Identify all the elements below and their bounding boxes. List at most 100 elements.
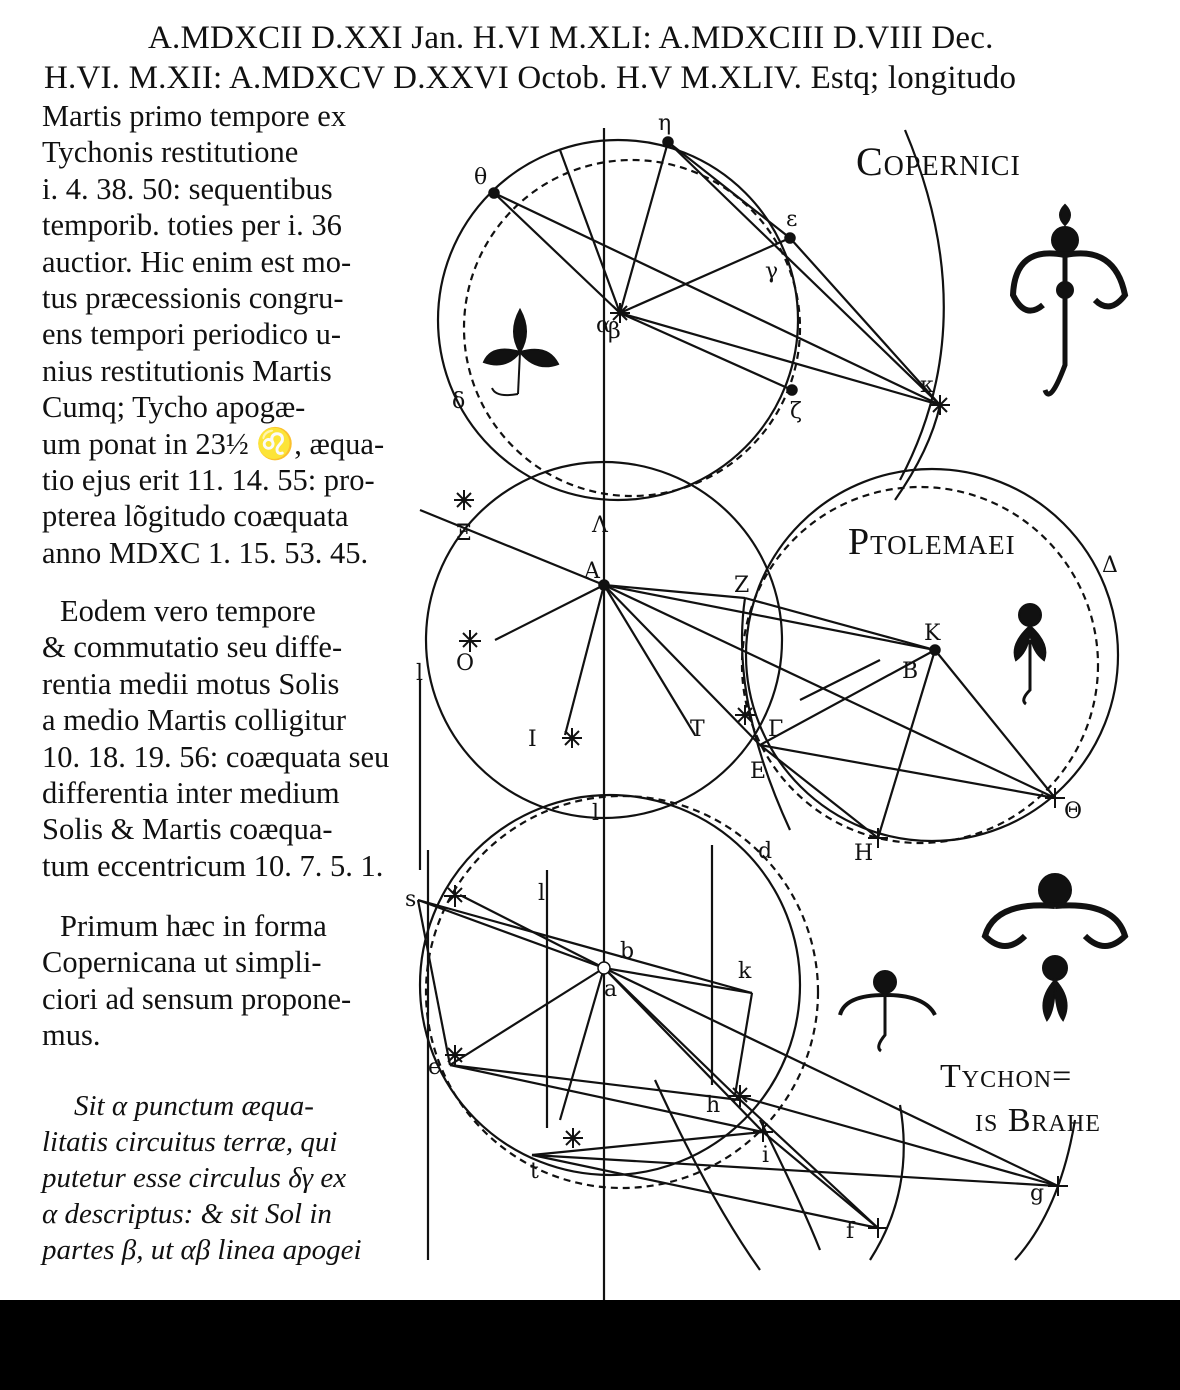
star-gamma: [735, 705, 755, 725]
label-beta: β: [608, 319, 621, 344]
label-Gamma: Γ: [768, 717, 783, 742]
label-l-lower: l: [538, 881, 545, 906]
ptolemaic-deferent-circle: [744, 467, 1120, 843]
copernican-line-epsilon-x: [789, 237, 941, 406]
star-x: [930, 395, 950, 415]
ptolemaic-line-A-I: [563, 584, 606, 736]
tychonic-line-s-e: [416, 899, 452, 1066]
copernici-label: Copernici: [856, 139, 1021, 184]
floral-ornament-tycho-small: [838, 970, 937, 1053]
tychonic-arc-4: [1014, 1119, 1077, 1261]
tychonic-dashed-circle: [424, 794, 820, 1190]
text-line: um ponat in 23½ ♌, æqua-: [42, 426, 385, 461]
paragraph-4: Sit α punctum æqua- litatis circuitus te…: [42, 1088, 362, 1268]
text-line: anno MDXC 1. 15. 53. 45.: [42, 535, 369, 570]
tychonic-line-s-b: [417, 898, 605, 970]
copernican-outer-arc: [899, 129, 945, 481]
star-g: [1048, 1176, 1068, 1196]
text-line: a medio Martis colligitur: [42, 703, 347, 738]
copernican-orbit-circle: [436, 138, 800, 502]
text-line: Copernicana ut simpli-: [42, 945, 322, 980]
ptolemaic-line-K-Theta: [934, 649, 1056, 799]
label-i: i: [762, 1143, 769, 1168]
copernican-arc-below-x: [894, 404, 942, 501]
text-line: Solis & Martis coæqua-: [42, 812, 333, 847]
label-Delta: Δ: [1102, 553, 1118, 578]
copernican-line-eta-x: [667, 141, 941, 406]
star-t: [563, 1128, 583, 1148]
point-labels: θ η ε γ α β κ ζ δ Ξ Λ A O I T K B Γ E H …: [405, 111, 1118, 1244]
ptolemaic-inner-arc: [740, 597, 791, 831]
tychonic-line-b-g: [603, 967, 1059, 1187]
ptolemaic-line-K-Gamma: [759, 649, 936, 746]
text-line: ciori ad sensum propone-: [42, 981, 352, 1016]
tychonic-line-b-upper: [459, 894, 605, 969]
tychonic-line-b-t: [558, 967, 606, 1121]
tychonic-arc-2: [759, 1119, 822, 1251]
tychonic-line-e-h: [449, 1063, 741, 1102]
text-line: α descriptus: & sit Sol in: [42, 1198, 332, 1230]
point-b: [597, 961, 611, 975]
ptolemaic-line-A-T: [603, 584, 696, 736]
text-line: tum eccentricum 10. 7. 5. 1.: [42, 848, 384, 883]
label-Lambda: Λ: [591, 513, 609, 538]
text-line: auctior. Hic enim est mo-: [42, 244, 352, 279]
point-eta: [662, 136, 674, 148]
label-a: a: [604, 977, 617, 1002]
star-e: [445, 1045, 465, 1065]
tychonic-line-h-k: [733, 992, 754, 1096]
tychonic-line-s-k: [417, 898, 753, 995]
label-H: H: [854, 841, 873, 866]
ptolemaic-line-Z-K: [744, 596, 936, 652]
label-l-middle: l: [592, 801, 599, 826]
tychonic-line-t-g: [531, 1153, 1059, 1188]
ptolemaic-epicycle-circle: [424, 460, 784, 820]
ptolemaic-line-A-O: [494, 584, 605, 641]
label-gamma: γ: [765, 259, 778, 284]
star-I: [562, 728, 582, 748]
text-line: Cumq; Tycho apogæ-: [42, 390, 306, 425]
star-upper-tycho: [444, 885, 466, 907]
tychonic-line-h-g: [734, 1093, 1059, 1188]
text-line: Sit α punctum æqua-: [74, 1090, 314, 1122]
label-A: A: [583, 559, 601, 584]
label-b: b: [620, 939, 634, 964]
geometric-diagram: θ η ε γ α β κ ζ δ Ξ Λ A O I T K B Γ E H …: [405, 111, 1129, 1300]
point-epsilon: [784, 232, 796, 244]
label-d: d: [758, 839, 772, 864]
ptolemaic-line-xi-A: [419, 508, 605, 587]
paragraph-1: Martis primo tempore ex Tychonis restitu…: [42, 98, 384, 571]
book-page: A.MDXCII D.XXI Jan. H.VI M.XLI: A.MDXCII…: [42, 20, 1129, 1300]
star-i: [753, 1122, 773, 1142]
text-line: differentia inter medium: [42, 776, 340, 811]
label-t: t: [530, 1159, 539, 1184]
text-line: & commutatio seu diffe-: [42, 630, 343, 665]
text-line: nius restitutionis Martis: [42, 353, 332, 388]
text-line: tus præcessionis congru-: [42, 281, 344, 316]
copernican-line-theta-x: [493, 192, 941, 406]
tychonic-arc-1: [654, 1079, 761, 1271]
tychonic-line-b-k: [603, 966, 753, 995]
header-line-1: A.MDXCII D.XXI Jan. H.VI M.XLI: A.MDXCII…: [148, 20, 994, 56]
copernican-line-beta-top: [558, 149, 622, 314]
point-zeta: [786, 384, 798, 396]
star-f: [868, 1218, 888, 1238]
label-e: e: [428, 1055, 441, 1080]
copernican-construction-lines: [493, 140, 793, 316]
text-line: rentia medii motus Solis: [42, 666, 340, 701]
text-line: ens tempori periodico u-: [42, 317, 341, 352]
star-H: [868, 828, 888, 848]
text-line: Martis primo tempore ex: [42, 99, 347, 133]
label-kappa: κ: [920, 373, 934, 398]
label-h: h: [706, 1093, 720, 1118]
tychonic-line-b-e: [449, 967, 605, 1066]
label-theta: θ: [474, 165, 487, 190]
point-theta: [488, 187, 500, 199]
text-line: 10. 18. 19. 56: coæquata seu: [42, 739, 390, 774]
label-eta: η: [658, 111, 671, 136]
text-line: partes β, ut αβ linea apogei: [42, 1234, 362, 1266]
label-xi: Ξ: [456, 521, 471, 546]
bottom-black-band: [0, 1300, 1180, 1390]
star-h: [729, 1085, 751, 1107]
ptolemaic-line-short: [799, 659, 881, 701]
